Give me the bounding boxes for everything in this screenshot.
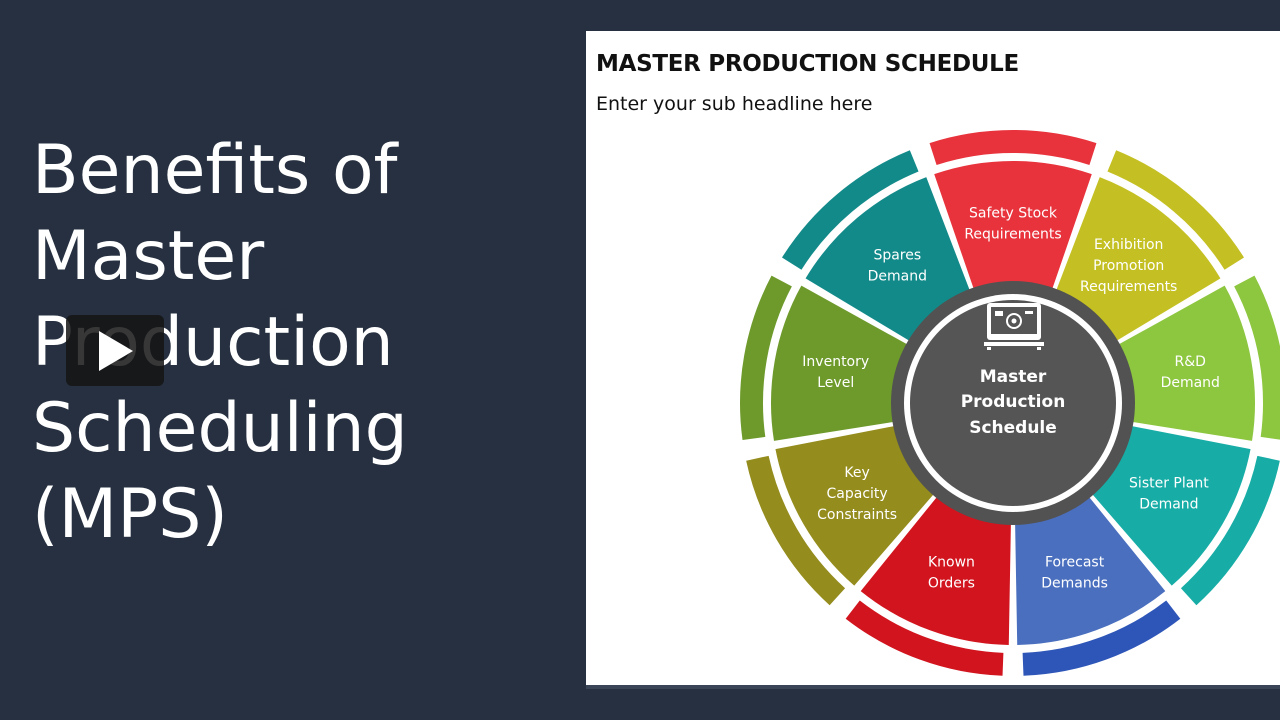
center-label-line: Master — [980, 367, 1047, 387]
title-line: (MPS) — [32, 475, 228, 554]
segment-wedge — [775, 425, 936, 586]
outer-arc — [740, 275, 792, 441]
segment-wedge — [805, 177, 971, 343]
outer-arc — [746, 455, 846, 606]
segment-label: Demands — [1041, 576, 1108, 592]
segment-label: Capacity — [827, 486, 888, 502]
segment-wedge — [1116, 285, 1255, 441]
segment-label: R&D — [1175, 354, 1206, 370]
outer-arc — [1107, 150, 1245, 270]
segment-label: Requirements — [1080, 279, 1177, 295]
outer-arc — [1234, 275, 1280, 440]
segment-label: Exhibition — [1094, 237, 1164, 253]
segment-wedge — [934, 161, 1092, 292]
segment-label: Demand — [1139, 497, 1198, 513]
hub-core — [910, 300, 1116, 506]
outer-arc — [1180, 455, 1280, 606]
title-line: Benefits of — [32, 131, 398, 210]
segment-label: Known — [928, 555, 975, 571]
segment-label: Key — [844, 465, 869, 481]
slide-preview: MASTER PRODUCTION SCHEDULE Enter your su… — [586, 31, 1280, 689]
center-label-line: Production — [961, 392, 1066, 412]
segment-wedge — [1055, 177, 1221, 343]
segment-wedge — [1015, 494, 1166, 645]
video-title: Benefits of Master Production Scheduling… — [32, 128, 432, 558]
segment-label: Level — [817, 375, 854, 391]
segment-label: Requirements — [964, 227, 1061, 243]
segment-label: Forecast — [1045, 555, 1105, 571]
slide-subtitle: Enter your sub headline here — [596, 93, 873, 115]
segment-label: Safety Stock — [969, 206, 1058, 222]
production-machine-icon — [984, 303, 1044, 350]
outer-arc — [781, 150, 919, 270]
segment-wedge — [771, 285, 910, 441]
segment-label: Demand — [1161, 375, 1220, 391]
segment-wedge — [1090, 425, 1251, 586]
title-line: Master — [32, 217, 265, 296]
title-line: Scheduling — [32, 389, 408, 468]
segment-label: Demand — [868, 269, 927, 285]
center-label-line: Schedule — [969, 418, 1057, 438]
outer-arc — [929, 130, 1097, 165]
segment-ring: Safety StockRequirementsExhibitionPromot… — [771, 161, 1255, 645]
segment-label: Sister Plant — [1129, 476, 1209, 492]
center-hub: Master Production Schedule — [891, 281, 1135, 525]
segment-label: Constraints — [817, 507, 897, 523]
segment-wedge — [860, 494, 1011, 645]
play-icon — [99, 330, 133, 371]
segment-label: Orders — [928, 576, 975, 592]
outer-arc — [845, 600, 1004, 676]
mps-wheel-diagram: Safety StockRequirementsExhibitionPromot… — [740, 130, 1280, 676]
outer-arc — [1022, 600, 1181, 676]
slide-title: MASTER PRODUCTION SCHEDULE — [596, 51, 1019, 77]
outer-ring — [740, 130, 1280, 676]
play-button[interactable] — [66, 315, 164, 386]
segment-label: Inventory — [802, 354, 869, 370]
segment-label: Promotion — [1093, 258, 1164, 274]
segment-label: Spares — [873, 248, 921, 264]
